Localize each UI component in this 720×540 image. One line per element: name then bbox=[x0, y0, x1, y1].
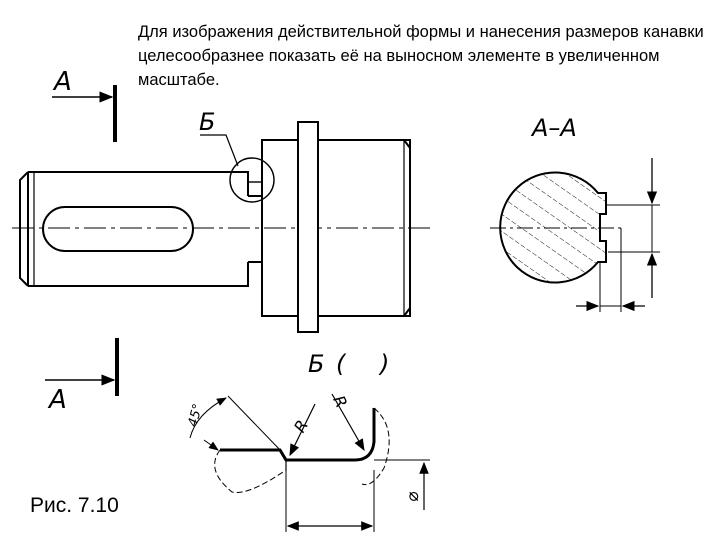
section-mark-top: А bbox=[52, 67, 117, 142]
chamfer-angle-label: 45° bbox=[186, 402, 206, 428]
section-letter-top: А bbox=[52, 67, 72, 97]
section-letter-bottom: А bbox=[47, 385, 67, 415]
detail-title: Б bbox=[308, 350, 324, 378]
section-title: А–А bbox=[530, 114, 577, 142]
detail-view: Б ( ) R R 45° ⌀ bbox=[186, 350, 430, 532]
detail-marker: Б bbox=[199, 108, 275, 203]
shaft-view bbox=[12, 121, 430, 333]
detail-scale-open: ( bbox=[336, 350, 347, 378]
section-shape bbox=[499, 171, 607, 284]
detail-marker-letter: Б bbox=[199, 108, 215, 136]
radius-label-left: R bbox=[290, 417, 312, 436]
detail-scale-close: ) bbox=[378, 350, 389, 378]
section-view: А–А bbox=[490, 114, 660, 312]
diameter-symbol: ⌀ bbox=[403, 491, 423, 502]
figure-label: Рис. 7.10 bbox=[30, 494, 119, 517]
caption-text: Для изображения действительной формы и н… bbox=[138, 23, 704, 89]
section-mark-bottom: А bbox=[45, 338, 119, 415]
